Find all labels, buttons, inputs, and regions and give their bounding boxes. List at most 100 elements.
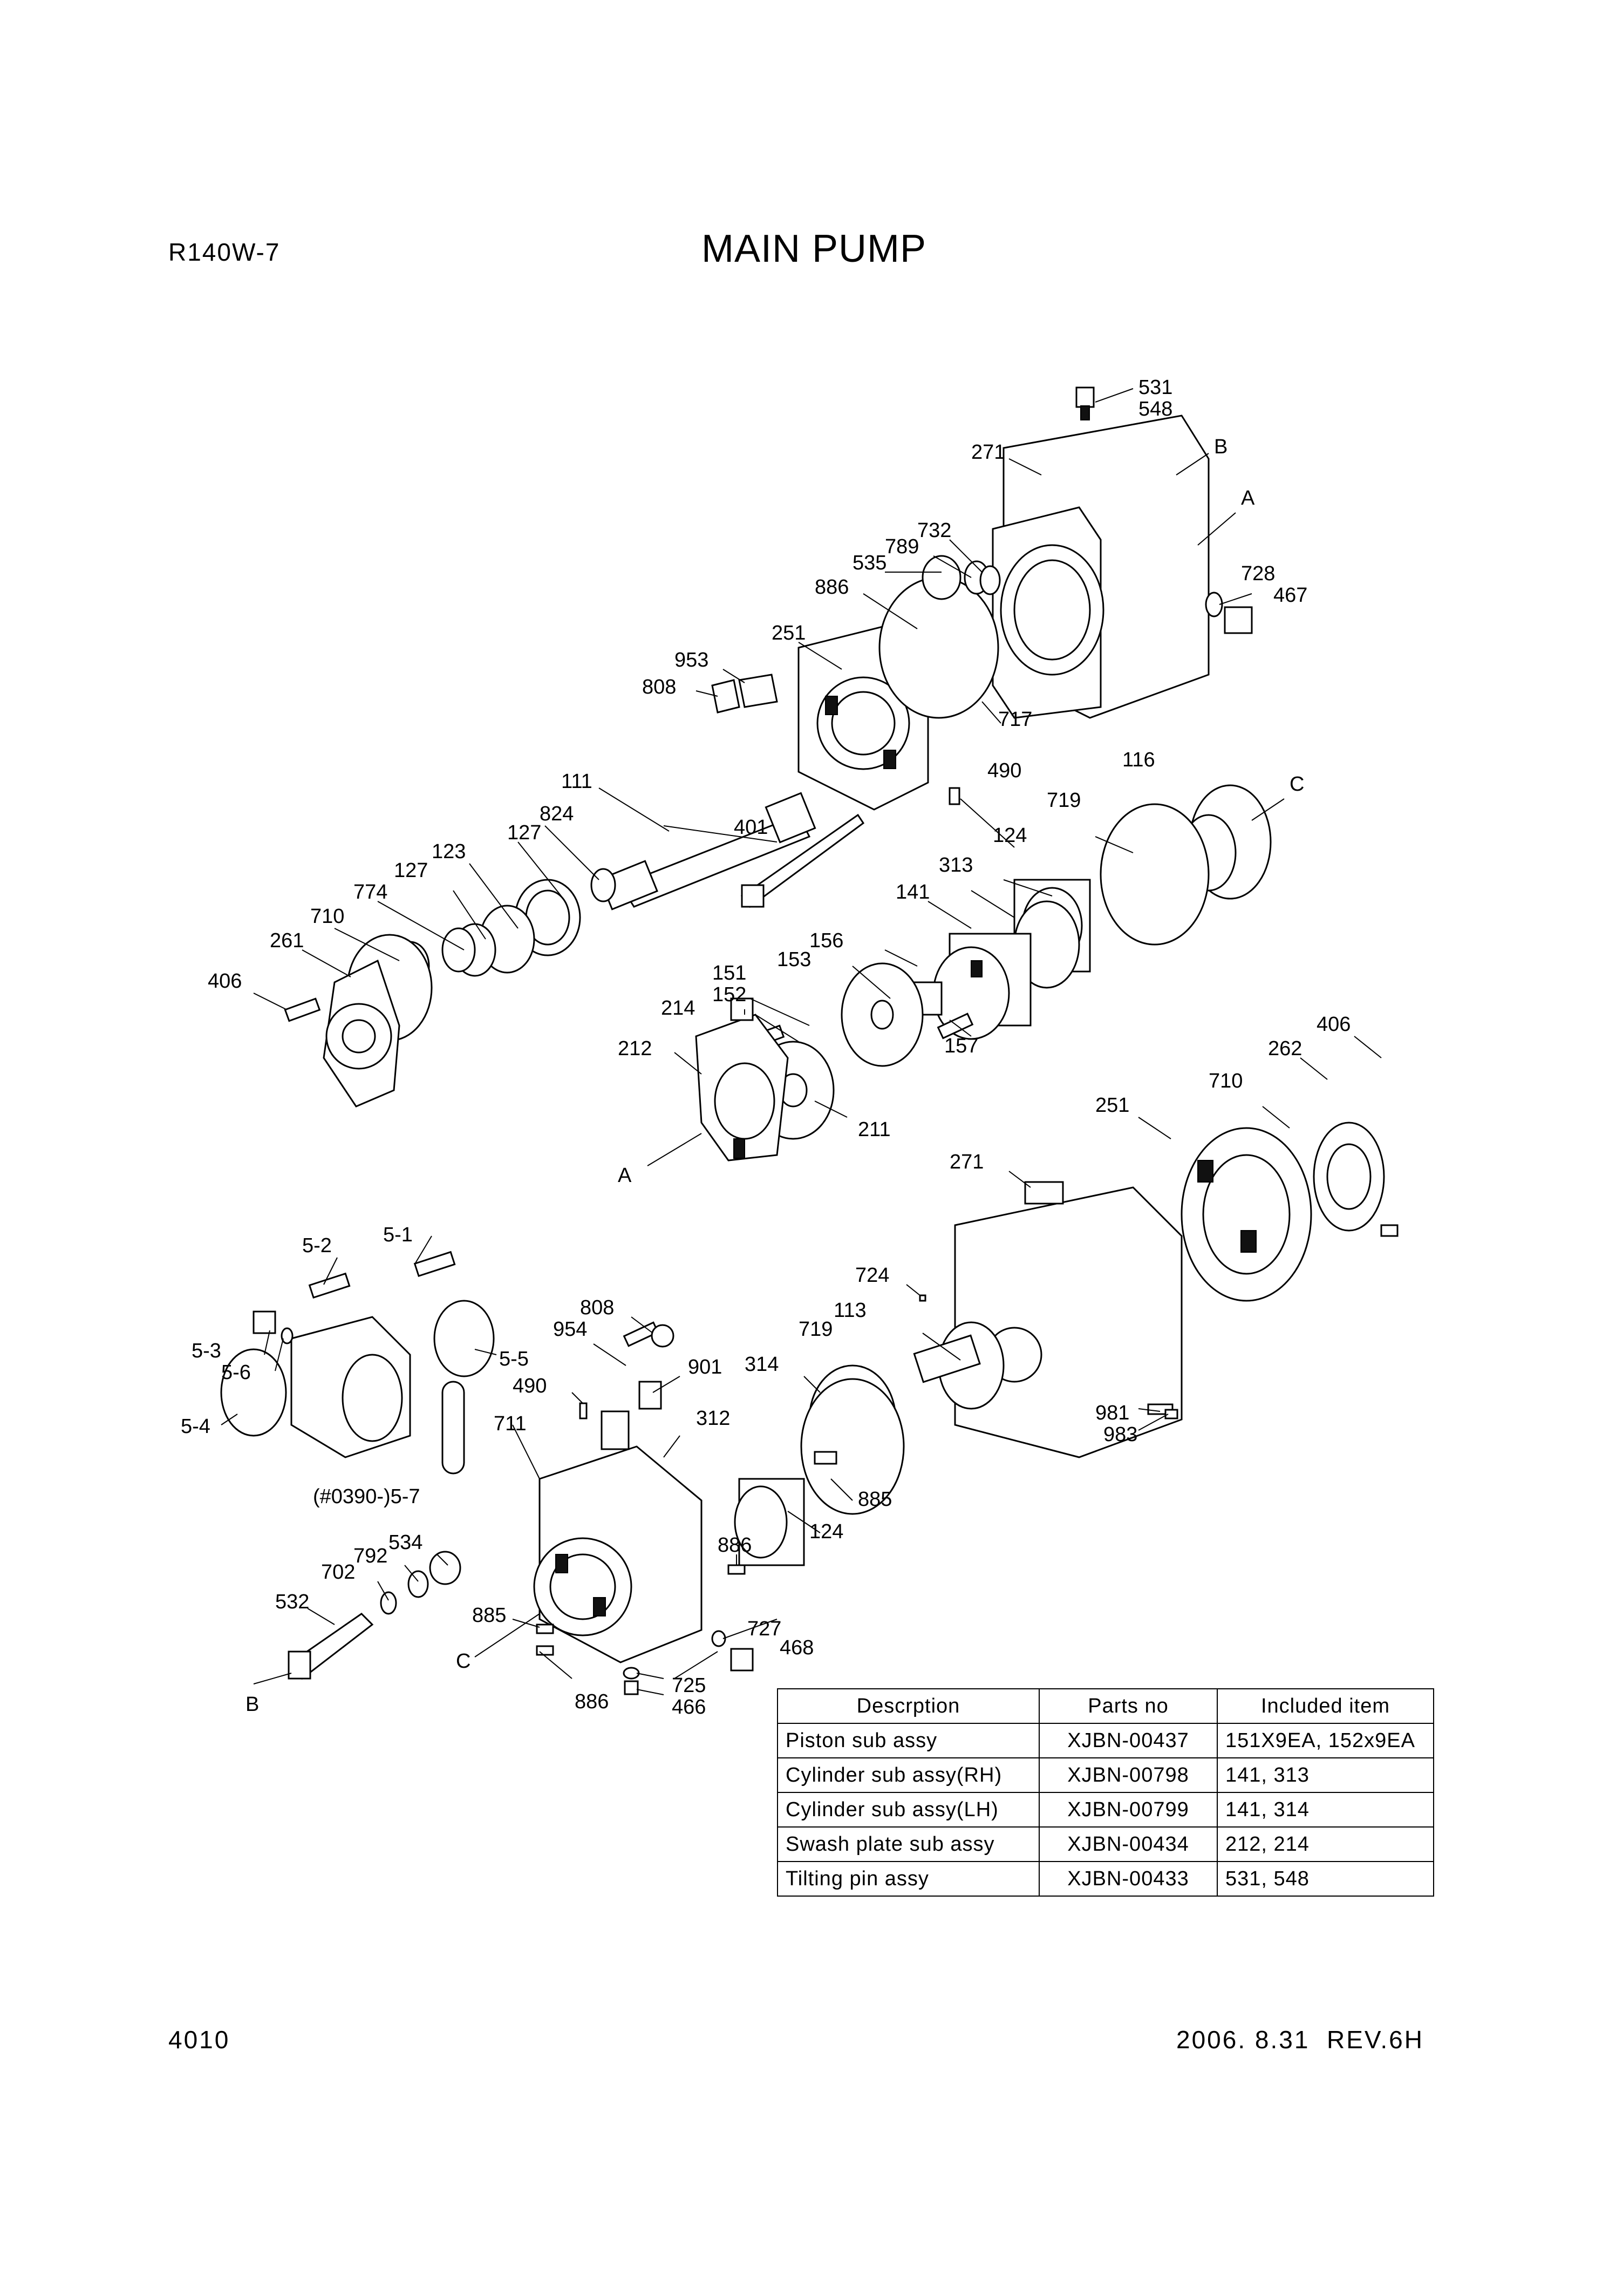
column-header: Included item [1217, 1688, 1434, 1724]
callout: 271 [971, 441, 1005, 464]
callout: 885 [858, 1488, 892, 1511]
callout: 261 [270, 929, 304, 952]
gear-pump-5 [220, 1251, 495, 1475]
leader-lines [221, 388, 1382, 1695]
callout: 719 [1047, 789, 1081, 812]
callout: 5-4 [181, 1415, 210, 1438]
side-plugs-upper [878, 555, 1253, 719]
callout: 406 [208, 970, 242, 993]
callout: 724 [855, 1264, 889, 1287]
callout: 490 [513, 1375, 547, 1397]
spool-532 [288, 1551, 461, 1680]
table-row: Cylinder sub assy(LH) XJBN-00799 141, 31… [777, 1792, 1434, 1828]
callout: 535 [853, 552, 886, 574]
callout: 774 [353, 881, 387, 904]
callout: 808 [642, 676, 676, 698]
cell-part-no: XJBN-00433 [1039, 1861, 1218, 1897]
callout: 732 [917, 519, 951, 542]
swash-plate-212 [695, 997, 789, 1161]
callout: 490 [987, 759, 1021, 782]
callout: 312 [696, 1407, 730, 1430]
callout: 548 [1138, 398, 1172, 420]
callout-labels: 531 548 271 B A 732 789 535 728 467 886 … [181, 376, 1351, 1718]
callout: 251 [772, 622, 806, 644]
callout: (#0390-)5-7 [313, 1485, 420, 1508]
callout: 886 [815, 576, 849, 599]
callout: 901 [688, 1356, 722, 1378]
callout: 719 [799, 1318, 833, 1341]
callout: 886 [718, 1534, 752, 1557]
pump-casing-lower [913, 1122, 1399, 1458]
cell-description: Piston sub assy [777, 1723, 1040, 1758]
callout: 727 [747, 1618, 781, 1640]
callout: 401 [734, 816, 768, 839]
callout: 702 [321, 1561, 355, 1584]
callout: 141 [896, 881, 930, 904]
callout: 717 [998, 708, 1032, 731]
callout: 127 [507, 821, 541, 844]
callout: 251 [1095, 1094, 1129, 1117]
callout: 531 [1138, 376, 1172, 399]
cell-included: 141, 314 [1217, 1792, 1434, 1828]
cell-description: Tilting pin assy [777, 1861, 1040, 1897]
callout: 111 [561, 770, 592, 793]
callout: 124 [809, 1520, 843, 1543]
callout: 151 [712, 962, 746, 984]
callout: 116 [1122, 749, 1155, 771]
callout: C [456, 1650, 470, 1673]
valve-block-upper [797, 625, 929, 811]
callout: 5-2 [302, 1234, 332, 1257]
cell-included: 531, 548 [1217, 1861, 1434, 1897]
column-header: Descrption [777, 1688, 1040, 1724]
callout: 211 [858, 1118, 891, 1141]
callout: 123 [432, 840, 466, 863]
callout: A [618, 1164, 632, 1187]
cell-included: 141, 313 [1217, 1757, 1434, 1793]
callout: 314 [745, 1353, 779, 1376]
callout: 789 [885, 535, 919, 558]
callout: 711 [494, 1412, 527, 1435]
callout: 152 [712, 983, 746, 1006]
model-number: R140W-7 [168, 238, 281, 266]
callout: 710 [310, 905, 344, 928]
callout: 532 [275, 1591, 309, 1613]
cell-description: Swash plate sub assy [777, 1826, 1040, 1862]
callout: 792 [353, 1545, 387, 1567]
cell-part-no: XJBN-00798 [1039, 1757, 1218, 1793]
callout: 5-1 [383, 1224, 413, 1246]
table-row: Swash plate sub assy XJBN-00434 212, 214 [777, 1826, 1434, 1862]
shaft-111 [599, 792, 816, 911]
callout: 262 [1268, 1037, 1302, 1060]
callout: 468 [780, 1636, 814, 1659]
callout: 153 [777, 948, 811, 971]
callout: 156 [809, 929, 843, 952]
callout: 5-3 [192, 1340, 221, 1362]
callout: 728 [1241, 562, 1275, 585]
callout: 113 [834, 1299, 867, 1322]
callout: B [1214, 436, 1228, 458]
callout: 534 [388, 1531, 422, 1554]
table-row: Tilting pin assy XJBN-00433 531, 548 [777, 1861, 1434, 1897]
drive-gear-116 [1100, 784, 1272, 946]
cylinder-block-lower [734, 1364, 905, 1566]
callout: 271 [950, 1151, 984, 1173]
callout: 5-6 [221, 1361, 251, 1384]
callout: 212 [618, 1037, 652, 1060]
valve-block-lower [533, 1410, 703, 1663]
cell-part-no: XJBN-00437 [1039, 1723, 1218, 1758]
callout: 981 [1095, 1402, 1129, 1424]
callout: 5-5 [499, 1348, 529, 1370]
cell-included: 151X9EA, 152x9EA [1217, 1723, 1434, 1758]
page-number: 4010 [168, 2026, 230, 2054]
callout: 127 [394, 859, 428, 882]
callout: 808 [580, 1296, 614, 1319]
end-cover-261 [284, 959, 400, 1108]
callout: 313 [939, 854, 973, 877]
callout: 886 [575, 1690, 609, 1713]
callout: C [1290, 773, 1304, 796]
callout: B [246, 1693, 259, 1716]
table-row: Piston sub assy XJBN-00437 151X9EA, 152x… [777, 1723, 1434, 1758]
callout: 406 [1317, 1013, 1351, 1036]
callout: 983 [1103, 1423, 1137, 1446]
